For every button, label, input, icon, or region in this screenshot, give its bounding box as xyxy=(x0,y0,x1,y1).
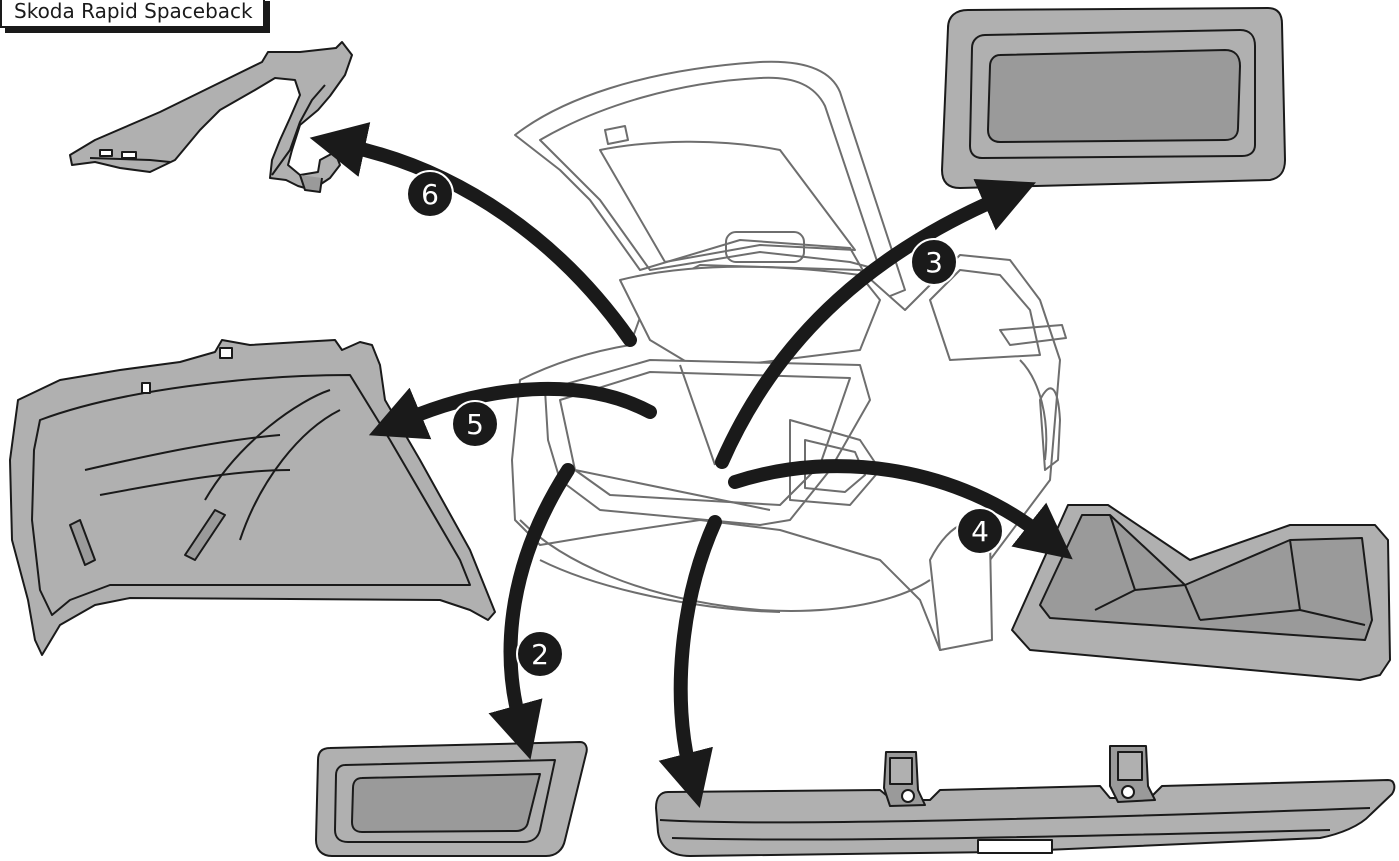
callout-2-label: 2 xyxy=(531,638,549,671)
arrow-to-part-5 xyxy=(368,381,657,440)
car-rear-view xyxy=(511,60,1067,651)
callout-4: 4 xyxy=(956,507,1004,555)
callout-6: 6 xyxy=(406,170,454,218)
arrows xyxy=(309,122,1073,808)
arrow-to-part-4 xyxy=(728,459,1073,560)
diagram-title: Skoda Rapid Spaceback xyxy=(0,0,265,28)
arrow-to-part-3 xyxy=(715,178,1036,469)
callout-5-label: 5 xyxy=(466,408,484,441)
callout-2: 2 xyxy=(516,630,564,678)
arrow-to-part-2 xyxy=(488,463,575,760)
callout-4-label: 4 xyxy=(971,515,989,548)
callout-3-label: 3 xyxy=(925,246,943,279)
callout-3: 3 xyxy=(910,238,958,286)
part-1-loading-sill-trim xyxy=(655,745,1396,857)
part-6-pillar-trim xyxy=(69,41,353,193)
callout-6-label: 6 xyxy=(421,178,439,211)
part-2-small-panel xyxy=(315,741,588,857)
arrow-to-part-6 xyxy=(309,122,637,347)
part-3-side-panel xyxy=(941,7,1286,189)
callout-5: 5 xyxy=(451,400,499,448)
part-4-floor-tray xyxy=(1011,504,1391,681)
arrow-to-part-1 xyxy=(658,515,722,808)
part-5-side-trim-panel xyxy=(9,339,496,656)
